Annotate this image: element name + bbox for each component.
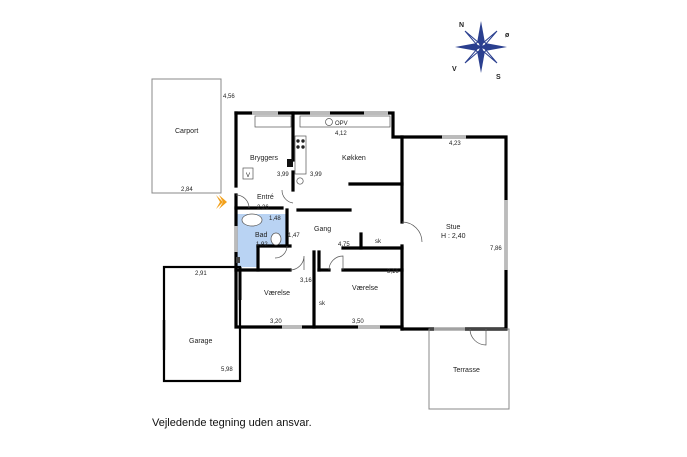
carport-width: 4,56	[223, 94, 235, 100]
garage-label: Garage	[189, 338, 212, 345]
garage-width: 2,91	[195, 271, 207, 277]
stue-label: Stue	[446, 224, 461, 231]
vaerelse-1-width: 3,20	[270, 319, 282, 325]
bryggers-depth: 3,99	[277, 172, 289, 178]
compass-v-label: V	[452, 66, 457, 73]
bad-height: 1,92	[256, 242, 268, 248]
koekken-width: 4,12	[335, 131, 347, 137]
gang-label: Gang	[314, 226, 331, 233]
stue-width: 4,23	[449, 141, 461, 147]
terrace-outline	[428, 328, 510, 410]
bad-depth: 1,47	[288, 233, 300, 239]
sk-label-2: sk	[319, 301, 326, 307]
entre-depth: 2,26	[257, 205, 269, 211]
terrasse-label: Terrasse	[453, 367, 480, 374]
carport-label: Carport	[175, 128, 198, 135]
vaerelse-1-depth: 3,16	[300, 278, 312, 284]
compass-rose-icon	[455, 21, 507, 73]
stue-depth: 7,86	[490, 246, 502, 252]
bad-width: 1,48	[269, 216, 281, 222]
vaerelse-2-width: 3,50	[352, 319, 364, 325]
vaerelse-2-depth: 3,16	[387, 269, 399, 275]
gang-width: 4,75	[338, 242, 350, 248]
garage-depth: 5,98	[221, 367, 233, 373]
disclaimer-caption: Vejledende tegning uden ansvar.	[152, 417, 312, 429]
entrance-arrow-icon	[216, 195, 223, 209]
v-label: V	[246, 173, 250, 179]
vaerelse-2-label: Værelse	[352, 285, 378, 292]
stue-height: H : 2,40	[441, 233, 466, 240]
entre-label: Entré	[257, 194, 274, 201]
compass-s-label: S	[496, 74, 501, 81]
carport-outline	[151, 78, 222, 194]
koekken-depth: 3,99	[310, 172, 322, 178]
vaerelse-1-label: Værelse	[264, 290, 290, 297]
sk-label-1: sk	[375, 239, 382, 245]
compass-n-label: N	[459, 22, 464, 29]
compass-o-label: ø	[505, 32, 510, 39]
bad-label: Bad	[255, 232, 268, 239]
bryggers-label: Bryggers	[250, 155, 279, 162]
carport-depth: 2,84	[181, 187, 193, 193]
bath-area	[236, 214, 287, 267]
opv-label: OPV	[335, 121, 348, 127]
koekken-label: Køkken	[342, 155, 366, 162]
garage-outline	[162, 265, 242, 383]
